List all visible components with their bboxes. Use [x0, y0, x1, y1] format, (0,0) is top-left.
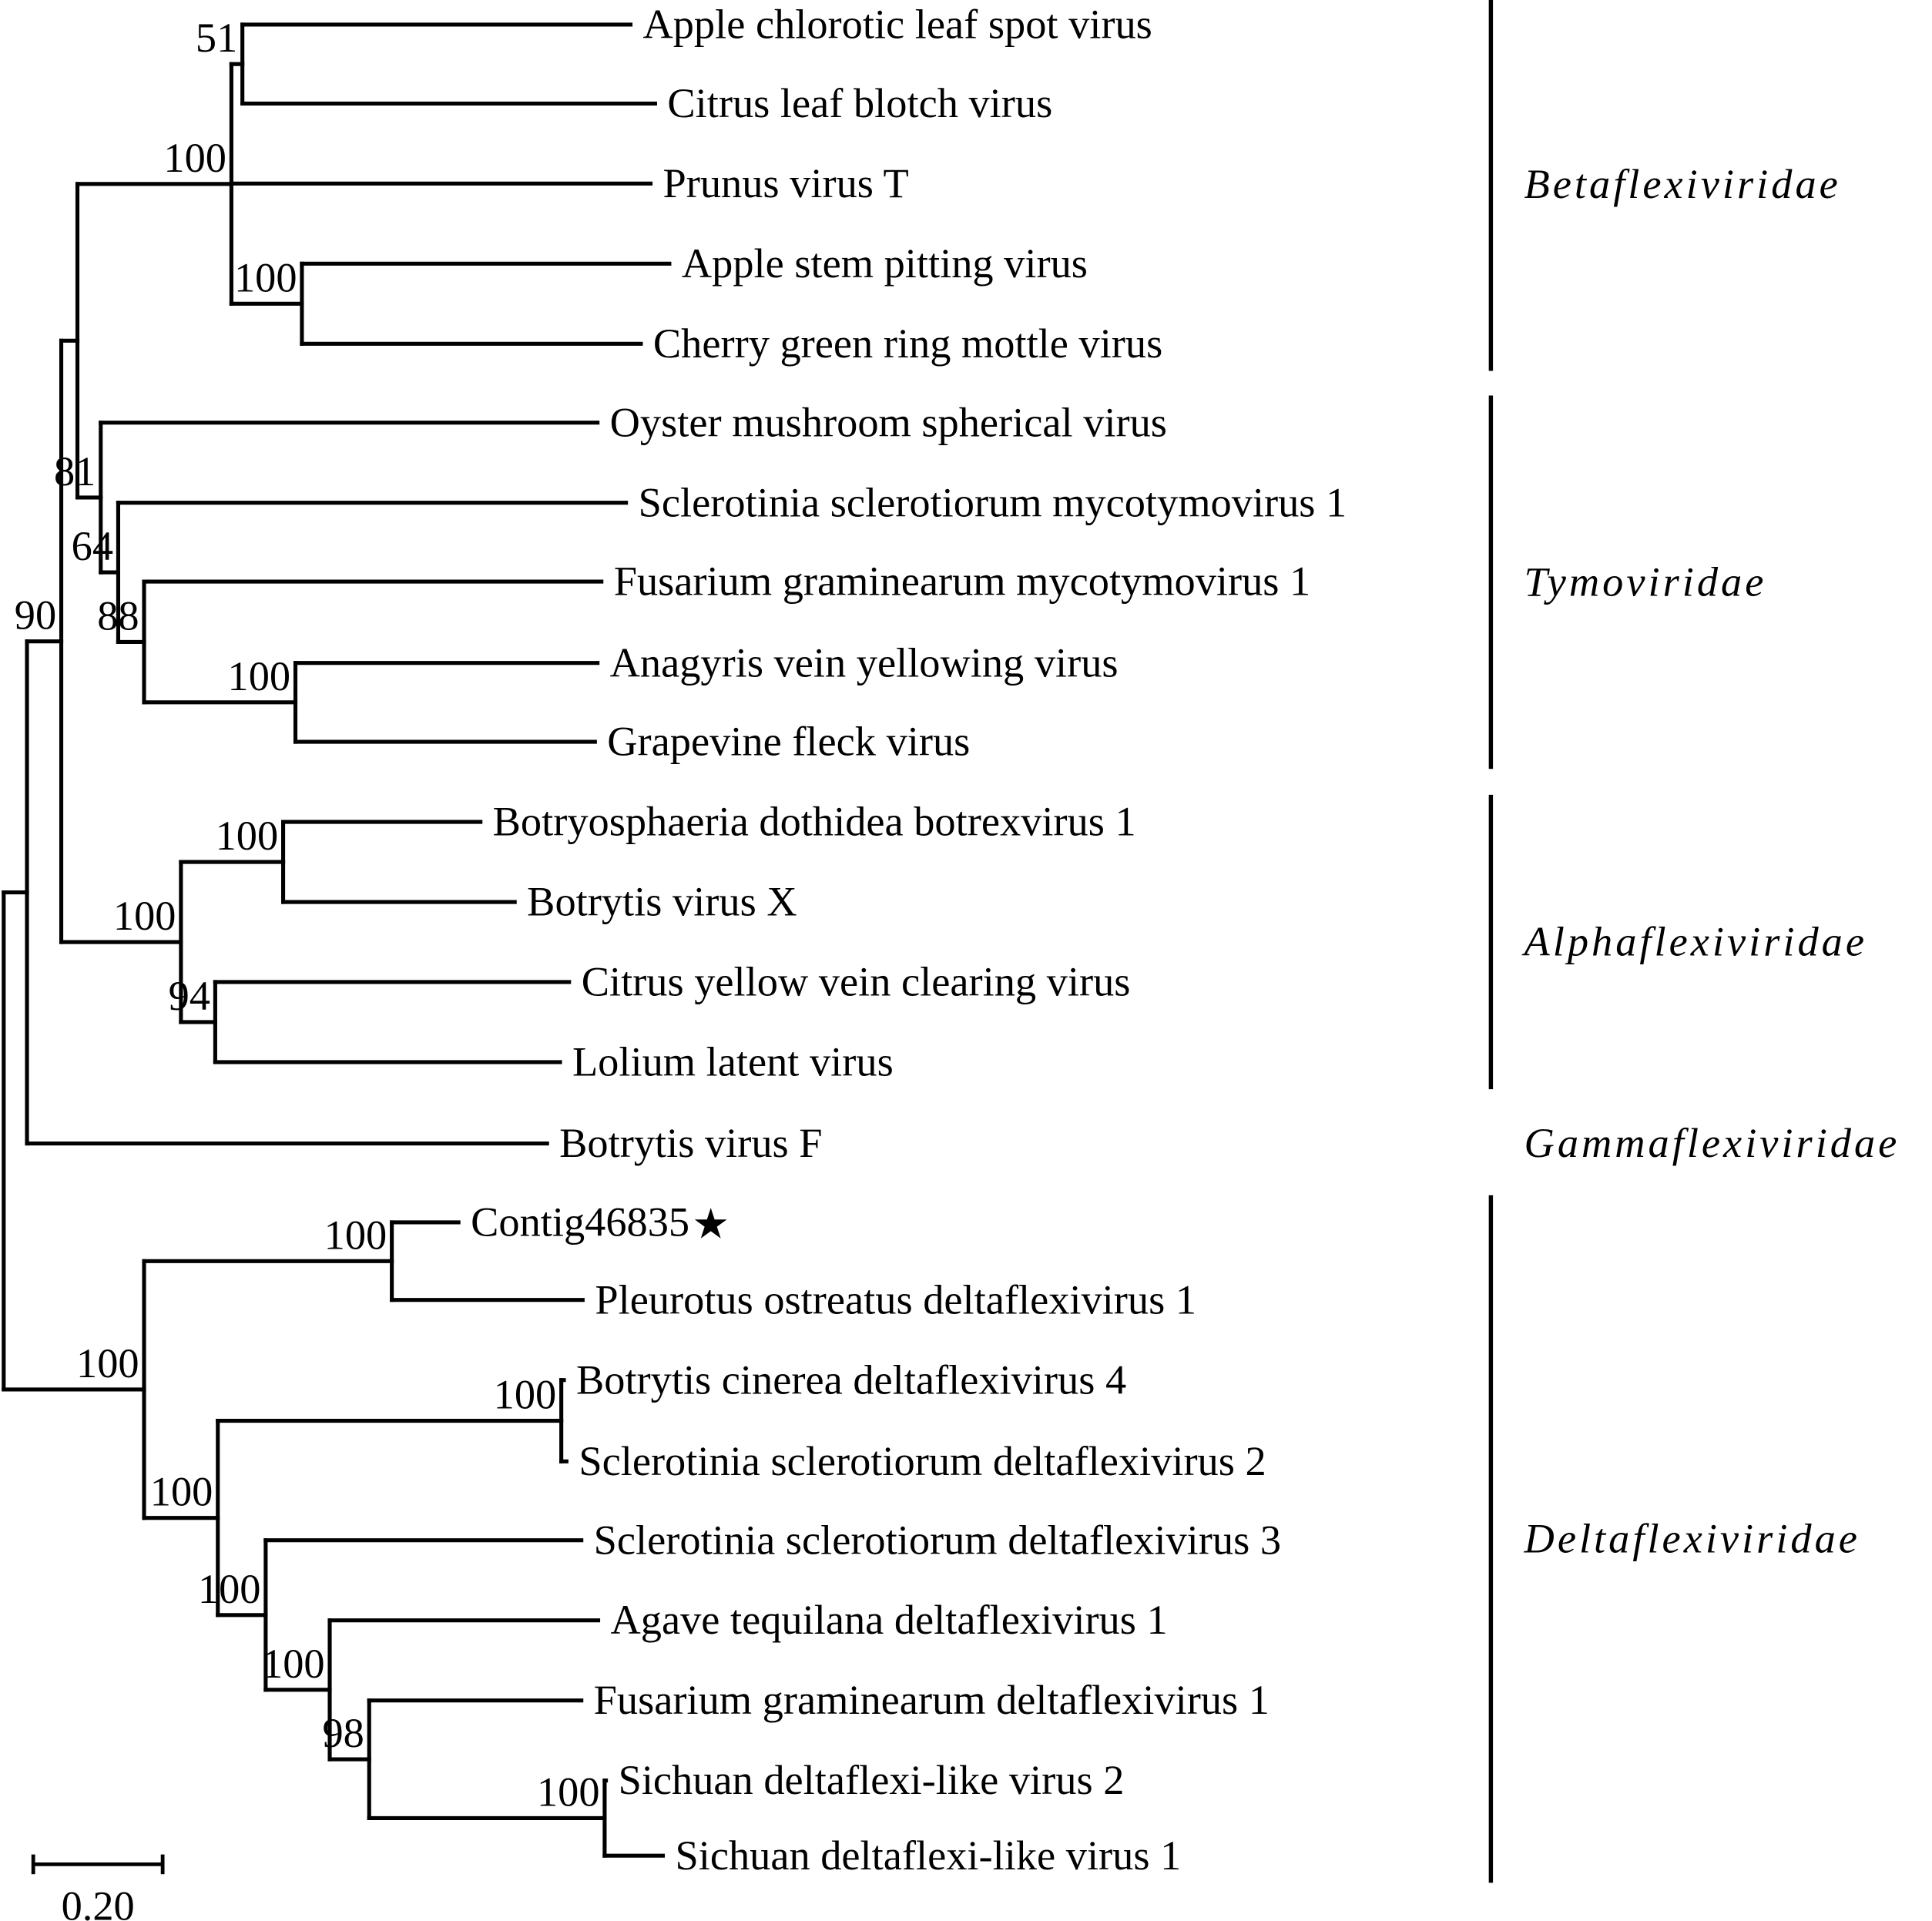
bootstrap-value: 100	[76, 1340, 139, 1386]
bootstrap-values: 9010051100816488100100100941001001001001…	[15, 15, 600, 1815]
bootstrap-value: 98	[322, 1710, 364, 1756]
taxon-label: Lolium latent virus	[572, 1039, 894, 1085]
family-label: Deltaflexiviridae	[1524, 1516, 1860, 1562]
taxon-label: Sichuan deltaflexi-like virus 1	[675, 1832, 1181, 1879]
taxon-label: Anagyris vein yellowing virus	[610, 639, 1119, 686]
taxon-label: Sclerotinia sclerotiorum mycotymovirus 1	[639, 479, 1347, 525]
bootstrap-value: 81	[54, 448, 96, 494]
taxon-label: Sclerotinia sclerotiorum deltaflexivirus…	[579, 1438, 1266, 1484]
bootstrap-value: 100	[228, 653, 291, 699]
bootstrap-value: 100	[537, 1768, 600, 1815]
bootstrap-value: 100	[234, 254, 297, 300]
bootstrap-value: 100	[494, 1372, 557, 1418]
family-label: Betaflexiviridae	[1524, 161, 1841, 207]
taxon-label: Botrytis virus X	[527, 879, 797, 925]
family-label: Alphaflexiviridae	[1522, 919, 1867, 965]
taxon-label: Sichuan deltaflexi-like virus 2	[619, 1757, 1125, 1803]
taxon-label: Citrus leaf blotch virus	[667, 80, 1052, 126]
bootstrap-value: 100	[216, 813, 279, 859]
tree-branches	[2, 22, 672, 1858]
family-annotations: BetaflexiviridaeTymoviridaeAlphaflexivir…	[1488, 0, 1900, 1883]
bootstrap-value: 90	[15, 592, 56, 639]
taxon-label: Agave tequilana deltaflexivirus 1	[611, 1597, 1168, 1643]
taxon-label: Botrytis cinerea deltaflexivirus 4	[576, 1356, 1126, 1403]
taxon-label: Fusarium graminearum deltaflexivirus 1	[594, 1677, 1270, 1723]
taxon-label: Fusarium graminearum mycotymovirus 1	[614, 558, 1311, 605]
taxon-label: Contig46835	[471, 1199, 689, 1245]
taxon-label: Sclerotinia sclerotiorum deltaflexivirus…	[594, 1517, 1281, 1563]
bootstrap-value: 100	[113, 893, 176, 939]
taxon-label: Prunus virus T	[663, 160, 909, 206]
bootstrap-value: 100	[150, 1469, 213, 1515]
bootstrap-value: 88	[97, 592, 139, 639]
family-label: Tymoviridae	[1524, 558, 1767, 605]
family-label: Gammaflexiviridae	[1524, 1120, 1900, 1166]
bootstrap-value: 100	[262, 1641, 325, 1687]
bootstrap-value: 51	[196, 15, 237, 61]
taxon-label: Botrytis virus F	[559, 1120, 822, 1166]
bootstrap-value: 100	[163, 135, 226, 181]
scale-bar: 0.20	[31, 1854, 165, 1921]
bootstrap-value: 100	[324, 1212, 387, 1258]
taxon-label: Pleurotus ostreatus deltaflexivirus 1	[595, 1276, 1196, 1323]
taxon-label: Apple chlorotic leaf spot virus	[642, 2, 1152, 48]
taxon-label: Grapevine fleck virus	[607, 719, 970, 765]
scale-bar-label: 0.20	[62, 1882, 135, 1921]
taxon-label: Apple stem pitting virus	[682, 240, 1088, 287]
bootstrap-value: 100	[198, 1566, 261, 1612]
taxon-label: Botryosphaeria dothidea botrexvirus 1	[493, 799, 1136, 845]
taxon-label: Oyster mushroom spherical virus	[610, 399, 1167, 445]
taxon-label: Citrus yellow vein clearing virus	[582, 959, 1131, 1005]
taxon-label: Cherry green ring mottle virus	[653, 320, 1162, 367]
bootstrap-value: 64	[72, 523, 113, 569]
bootstrap-value: 94	[169, 973, 210, 1019]
star-icon: ★	[692, 1202, 730, 1248]
